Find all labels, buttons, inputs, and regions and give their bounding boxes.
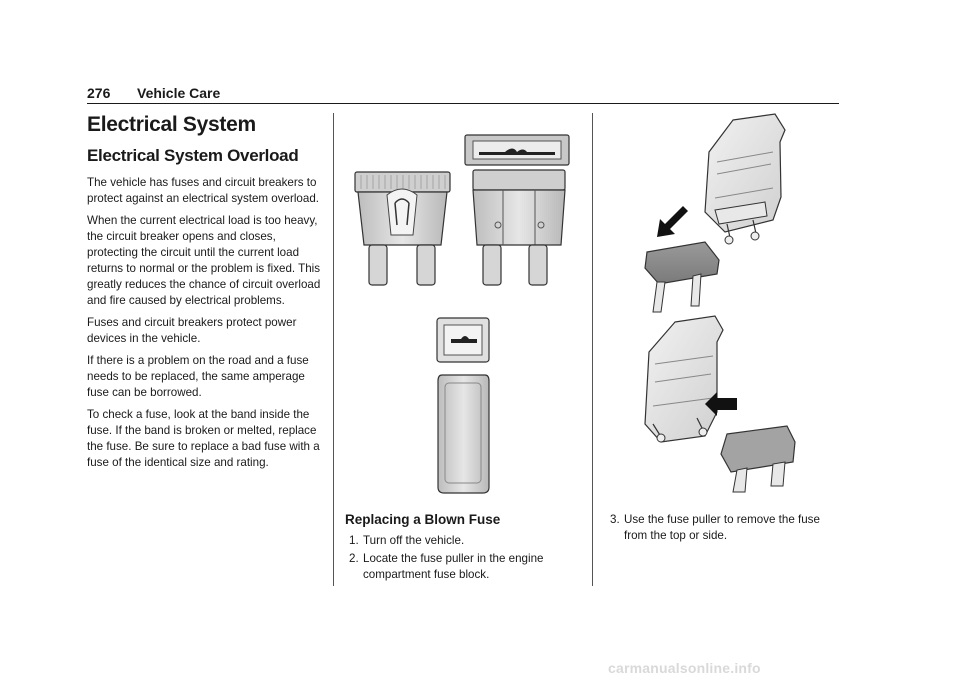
- list-item: 2.Locate the fuse puller in the engine c…: [349, 552, 544, 581]
- fuse-puller-illustration: [644, 113, 796, 493]
- fuse-side-view: [472, 169, 566, 286]
- steps-list: 3.Use the fuse puller to remove the fuse…: [606, 512, 838, 544]
- paragraph: Fuses and circuit breakers protect power…: [87, 316, 297, 345]
- fuse-good-front: [354, 171, 451, 286]
- column-divider-left: [333, 113, 334, 586]
- paragraph: If there is a problem on the road and a …: [87, 354, 309, 399]
- section-title: Vehicle Care: [137, 85, 221, 101]
- fuse-top-view: [464, 134, 570, 166]
- column-divider-right: [592, 113, 593, 586]
- list-item: 1.Turn off the vehicle.: [349, 534, 465, 547]
- page-header: 276 Vehicle Care: [87, 83, 839, 104]
- list-item: 3.Use the fuse puller to remove the fuse…: [610, 513, 820, 542]
- steps-list: 1.Turn off the vehicle. 2.Locate the fus…: [345, 533, 580, 583]
- page-number: 276: [87, 85, 111, 101]
- puller-side-removal: [644, 315, 796, 493]
- fuse-illustration: [354, 134, 570, 494]
- watermark: carmanualsonline.info: [608, 660, 761, 676]
- subsection-title: Electrical System Overload: [87, 146, 299, 165]
- paragraph: To check a fuse, look at the band inside…: [87, 408, 320, 469]
- puller-top-removal: [644, 113, 786, 313]
- paragraph: When the current electrical load is too …: [87, 214, 321, 307]
- section-heading: Replacing a Blown Fuse: [345, 512, 501, 527]
- paragraph: The vehicle has fuses and circuit breake…: [87, 176, 319, 205]
- fuse-puller-tool: [436, 317, 490, 494]
- column-replacing-fuse: Replacing a Blown Fuse 1.Turn off the ve…: [345, 512, 580, 585]
- column-electrical-system: Electrical System Electrical System Over…: [87, 113, 322, 477]
- column-remove-fuse: 3.Use the fuse puller to remove the fuse…: [606, 512, 838, 546]
- page-title: Electrical System: [87, 113, 256, 136]
